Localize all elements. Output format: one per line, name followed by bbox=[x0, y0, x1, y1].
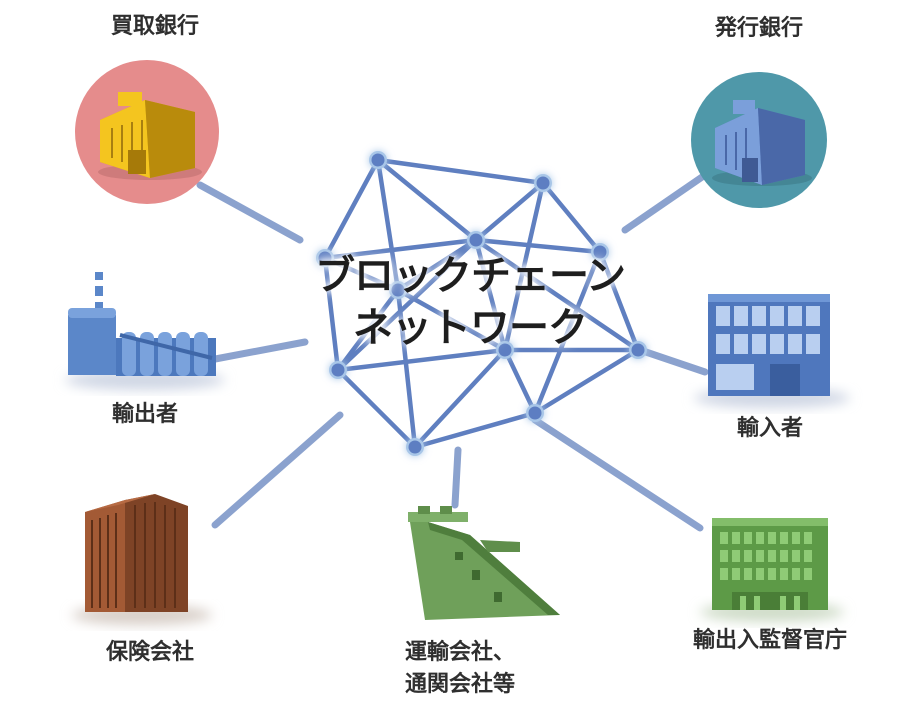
blockchain-network-title: ブロックチェーン ネットワーク bbox=[290, 250, 650, 354]
link-insurance bbox=[211, 411, 344, 529]
factory-icon bbox=[65, 272, 225, 390]
acquiring-bank-label: 買取銀行 bbox=[110, 14, 199, 39]
title-line-2: ネットワーク bbox=[353, 305, 588, 351]
shipping-customs-label-line1: 運輸会社、 bbox=[404, 640, 515, 665]
importer-label: 輸入者 bbox=[736, 416, 803, 441]
network-edges bbox=[322, 157, 641, 450]
link-importer bbox=[636, 346, 709, 376]
port-terminal-icon bbox=[408, 506, 560, 620]
issuing-bank-label: 発行銀行 bbox=[714, 16, 803, 41]
government-building-icon bbox=[700, 518, 844, 622]
blockchain-network bbox=[316, 151, 647, 456]
insurance-company-label: 保険会社 bbox=[105, 640, 194, 665]
link-exporter bbox=[206, 338, 309, 364]
link-issuing-bank bbox=[621, 171, 709, 234]
shipping-customs-label-line2: 通関会社等 bbox=[404, 672, 515, 697]
link-acquiring-bank bbox=[196, 181, 304, 244]
office-building-icon bbox=[694, 294, 850, 408]
insurance-building-icon bbox=[72, 494, 212, 625]
participant-links bbox=[196, 171, 709, 532]
link-shipping bbox=[451, 446, 462, 509]
exporter-label: 輸出者 bbox=[111, 402, 178, 427]
link-regulator bbox=[531, 416, 704, 532]
issuing-bank-icon bbox=[691, 72, 827, 208]
title-line-1: ブロックチェーン bbox=[315, 253, 626, 299]
regulator-label: 輸出入監督官庁 bbox=[692, 628, 847, 653]
acquiring-bank-icon bbox=[75, 60, 219, 204]
